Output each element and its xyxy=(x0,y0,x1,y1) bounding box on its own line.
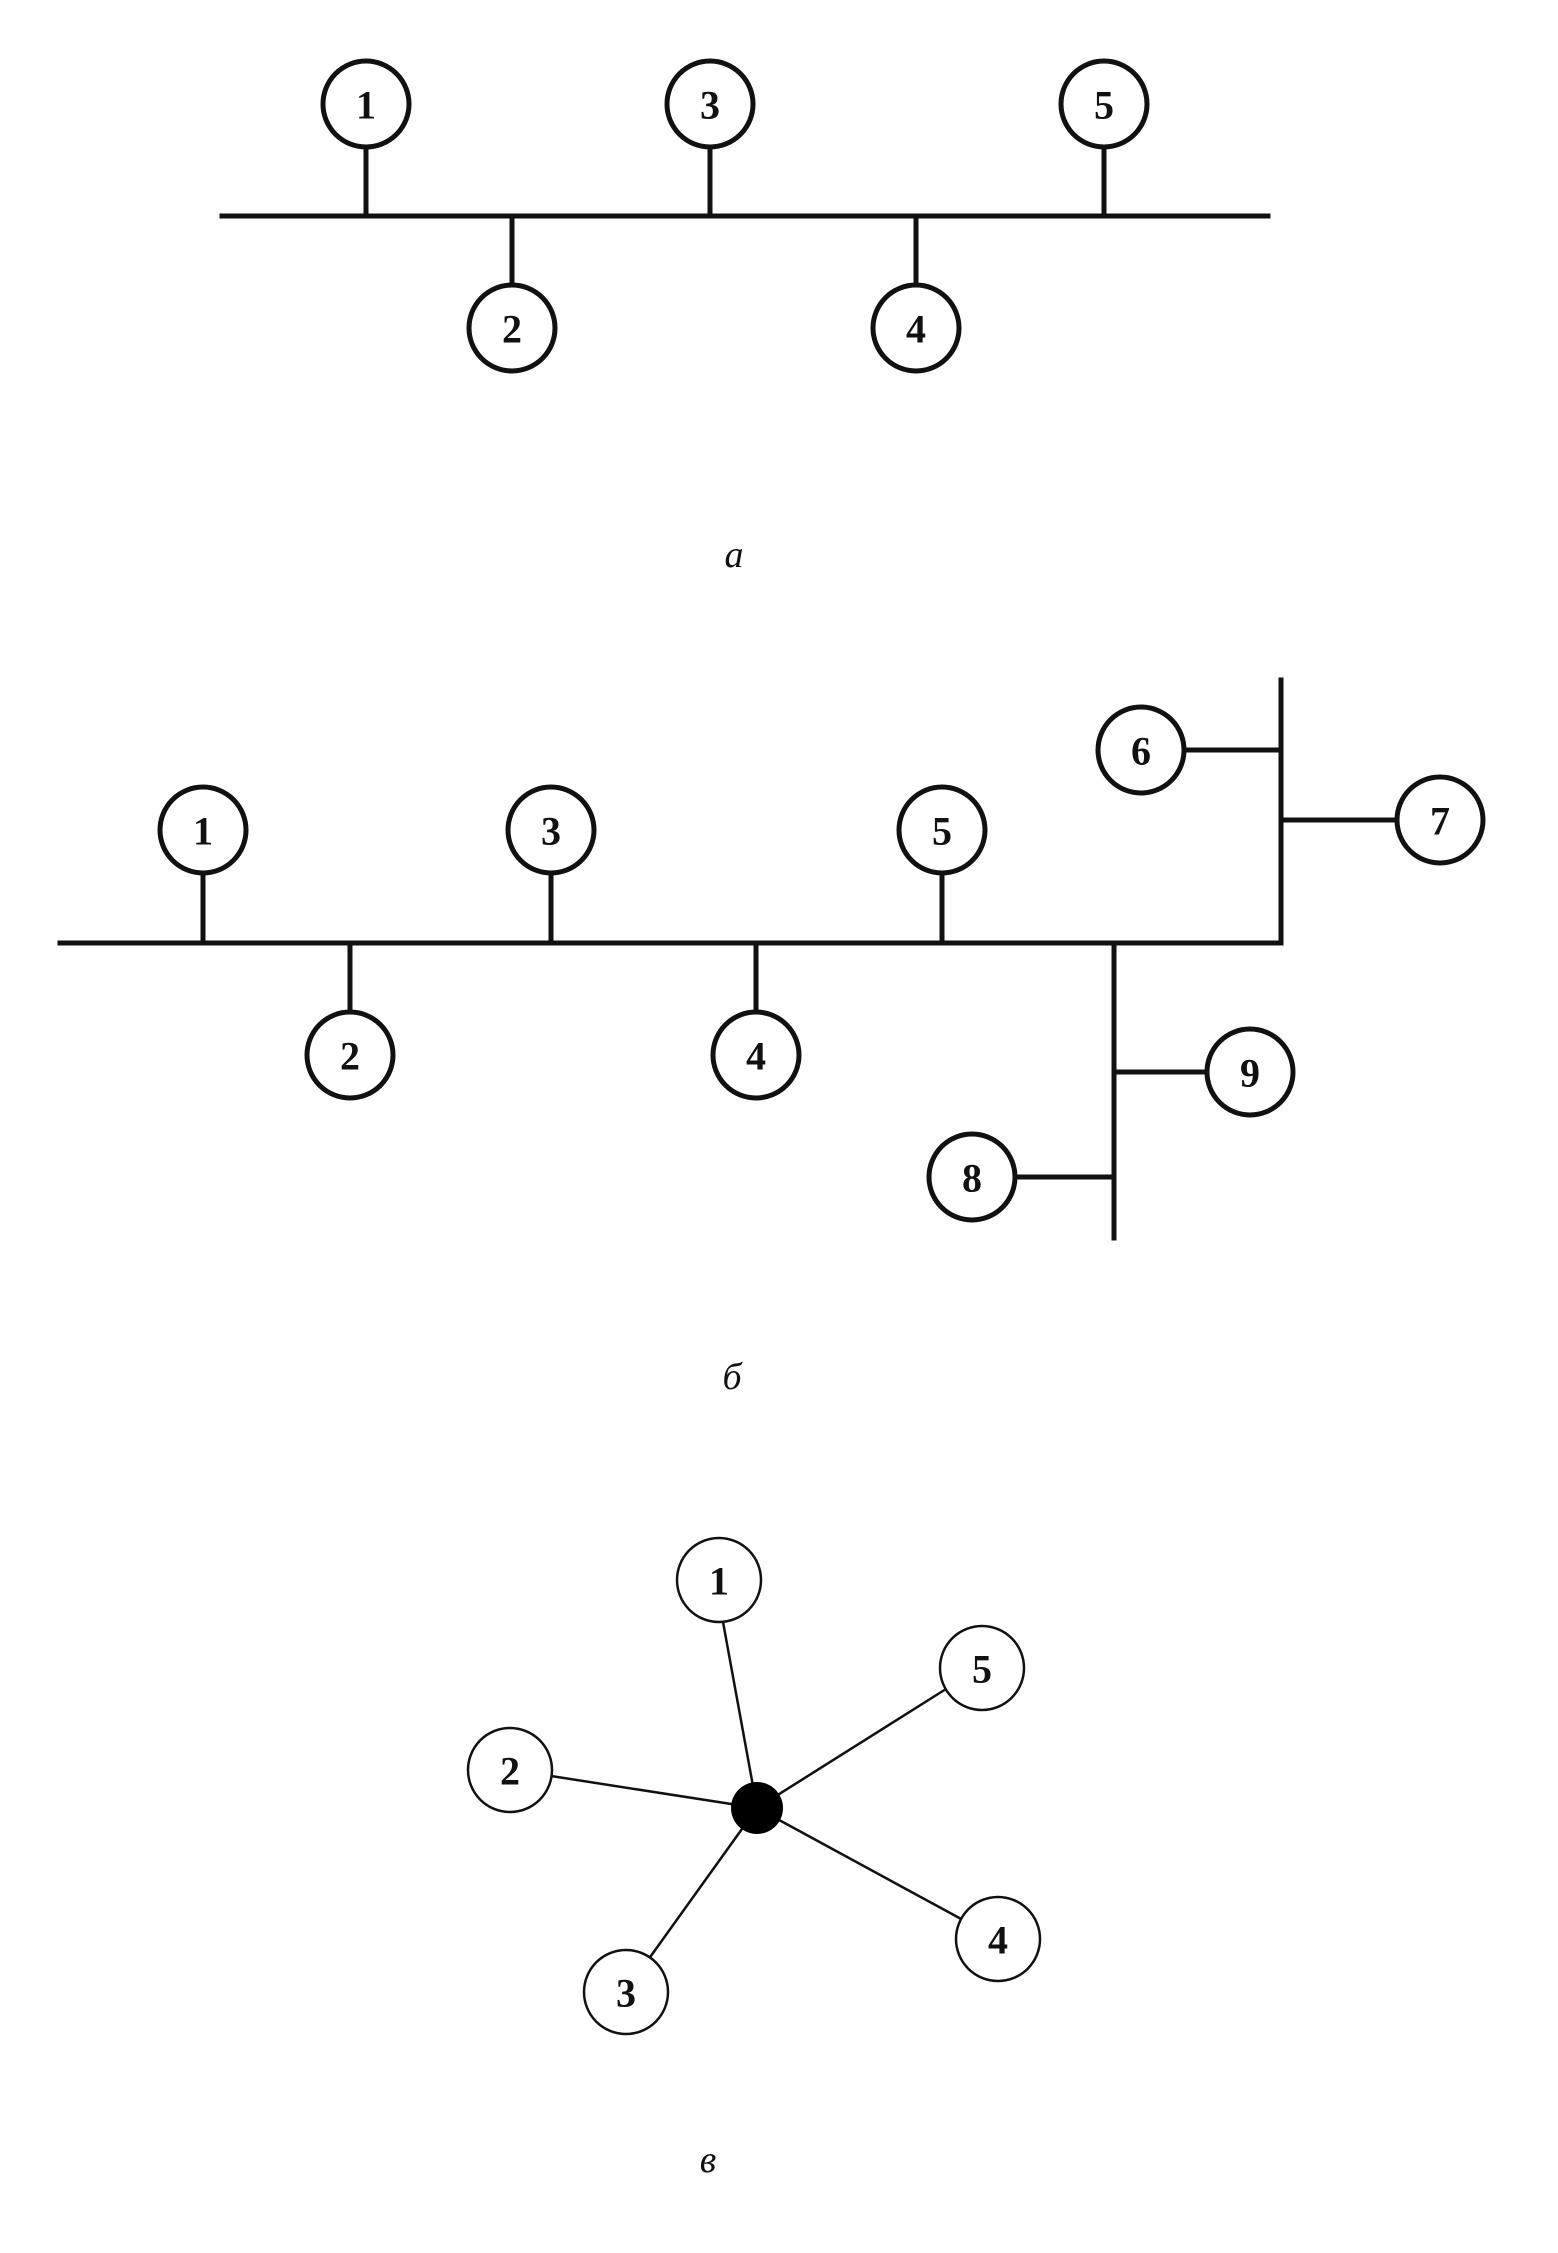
bus-a-node: 4 xyxy=(870,282,962,374)
bus-a-node: 3 xyxy=(664,58,756,150)
bus-a-node-label: 5 xyxy=(1094,83,1114,128)
star-node-label: 5 xyxy=(972,1647,992,1692)
bus-b-node: 6 xyxy=(1095,704,1187,796)
bus-b-node: 9 xyxy=(1204,1026,1296,1118)
star-node-label: 3 xyxy=(616,1971,636,2016)
star-spoke-2 xyxy=(550,1774,758,1810)
bus-b-node-label: 8 xyxy=(962,1156,982,1201)
star-node: 1 xyxy=(675,1536,763,1624)
bus-b-node-label: 6 xyxy=(1131,729,1151,774)
bus-b-node-label: 2 xyxy=(340,1034,360,1079)
star-node: 3 xyxy=(582,1948,670,2036)
bus-a-node-label: 4 xyxy=(906,307,926,352)
star-node: 5 xyxy=(938,1624,1026,1712)
bus-a-node: 5 xyxy=(1058,58,1150,150)
bus-b-node: 8 xyxy=(926,1131,1018,1223)
star-spoke-4 xyxy=(756,1806,964,1922)
bus-a-node-label: 3 xyxy=(700,83,720,128)
star-node: 2 xyxy=(466,1726,554,1814)
bus-b-node-label: 9 xyxy=(1240,1051,1260,1096)
star-spoke-1 xyxy=(721,1621,759,1809)
star-node: 4 xyxy=(954,1895,1042,1983)
bus-b-node: 1 xyxy=(157,784,249,876)
bus-b-node: 5 xyxy=(896,784,988,876)
bus-a-node-label: 1 xyxy=(356,83,376,128)
diagram-star: 1 2 3 4 5 в xyxy=(466,1536,1042,2181)
bus-b-node-label: 7 xyxy=(1430,799,1450,844)
star-node-label: 2 xyxy=(500,1749,520,1794)
bus-b-node: 2 xyxy=(304,1009,396,1101)
bus-b-node-label: 4 xyxy=(746,1034,766,1079)
caption-b: б xyxy=(722,1356,743,1398)
bus-b-node-label: 5 xyxy=(932,809,952,854)
bus-b-node-label: 1 xyxy=(193,809,213,854)
star-hub xyxy=(731,1782,783,1834)
bus-b-node: 4 xyxy=(710,1009,802,1101)
bus-a-node-label: 2 xyxy=(502,307,522,352)
star-node-label: 1 xyxy=(709,1559,729,1604)
bus-b-node-label: 3 xyxy=(541,809,561,854)
bus-a-node: 1 xyxy=(320,58,412,150)
caption-a: а xyxy=(725,534,744,576)
bus-a-node: 2 xyxy=(466,282,558,374)
bus-b-node: 3 xyxy=(505,784,597,876)
star-spoke-5 xyxy=(756,1687,947,1810)
caption-c: в xyxy=(700,2139,717,2181)
diagram-tree: 1 2 3 4 5 6 7 8 xyxy=(57,677,1486,1398)
diagram-bus: 1 2 3 4 5 а xyxy=(219,58,1271,576)
star-node-label: 4 xyxy=(988,1918,1008,1963)
bus-b-node: 7 xyxy=(1394,774,1486,866)
star-spoke-3 xyxy=(646,1807,759,1961)
